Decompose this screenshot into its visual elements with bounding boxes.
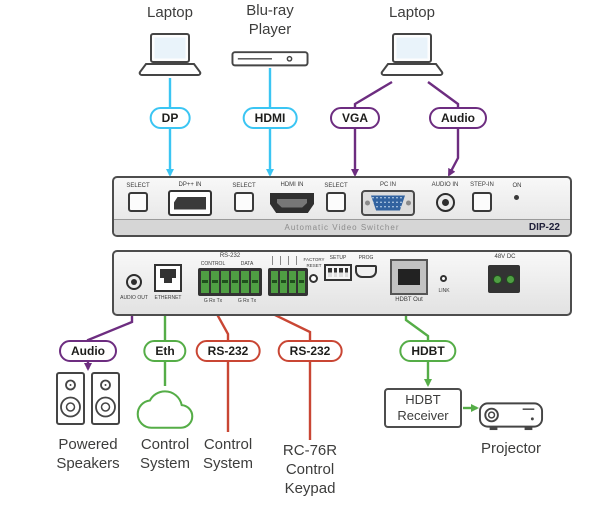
prog-usb-port (355, 265, 377, 278)
select-button-1 (128, 192, 148, 212)
audio-in-jack (436, 193, 455, 212)
ethernet-label: ETHERNET (154, 295, 182, 301)
pin-mark (288, 256, 289, 265)
ethernet-port (154, 264, 182, 292)
terminal-pin (271, 271, 278, 293)
prog-label: PROG (358, 255, 374, 261)
factory-reset-button (309, 274, 318, 283)
dip22-rear-panel: AUDIO OUT ETHERNET RS-232 CONTROL DATA G… (112, 250, 572, 316)
dp-in-label: DP++ IN (178, 182, 202, 188)
terminal-pin (211, 271, 219, 293)
reset-label: RESET (306, 263, 322, 268)
pc-in-label: PC IN (379, 182, 397, 188)
audio-in-cable (427, 81, 460, 177)
terminal-pin (241, 271, 249, 293)
cable-badge-hdmi: HDMI (242, 107, 298, 129)
data-label: DATA (240, 261, 254, 267)
vga-pc-in-port (361, 190, 415, 216)
vga-cable (351, 80, 393, 177)
dip22-front-panel: SELECT DP++ IN SELECT HDMI IN SELECT PC … (112, 176, 572, 237)
link-label: LINK (438, 288, 450, 294)
rs232-header: RS-232 (219, 253, 241, 259)
power-terminal (488, 265, 520, 293)
panel-model: DIP-22 (528, 222, 560, 233)
select-label-2: SELECT (232, 183, 256, 189)
select-button-3 (326, 192, 346, 212)
terminal-pin (201, 271, 209, 293)
rs232-terminal-block (198, 268, 262, 296)
cable-badge-rs232-2: RS-232 (277, 340, 343, 362)
control-system-cloud-icon (134, 380, 196, 435)
device-label-speakers: Powered Speakers (56, 436, 120, 472)
projector-icon (478, 394, 544, 441)
panel-title: Automatic Video Switcher (284, 223, 400, 232)
control-label: CONTROL (200, 261, 226, 267)
pin-mark (280, 256, 281, 265)
pins-data-label: G Rx Tx (237, 298, 257, 304)
hdbt-out-label: HDBT Out (395, 297, 423, 303)
hdbt-receiver-label: HDBT Receiver (397, 392, 449, 423)
on-led (514, 195, 519, 200)
hdmi-in-port (270, 193, 314, 213)
device-label-control-system-1: Control System (139, 436, 190, 472)
terminal-pin (231, 271, 239, 293)
terminal-pin (251, 271, 259, 293)
setup-label: SETUP (329, 255, 347, 261)
cable-badge-audio-bottom: Audio (59, 340, 117, 362)
factory-label: FACTORY (303, 257, 325, 262)
select-label-1: SELECT (126, 183, 150, 189)
front-panel-strip: Automatic Video Switcher DIP-22 (114, 219, 570, 235)
terminal-pin (221, 271, 229, 293)
terminal-pin (289, 271, 296, 293)
cable-badge-audio-top: Audio (429, 107, 487, 129)
audio-in-label: AUDIO IN (431, 182, 459, 188)
link-led (440, 275, 447, 282)
cable-badge-eth: Eth (143, 340, 187, 362)
terminal-pin (298, 271, 305, 293)
cable-badge-rs232-1: RS-232 (195, 340, 261, 362)
hdbt-receiver-box: HDBT Receiver (384, 388, 462, 428)
device-label-projector: Projector (480, 440, 542, 457)
bluray-player-icon (231, 50, 309, 73)
pin-mark (272, 256, 273, 265)
audio-out-jack (126, 274, 142, 290)
cable-badge-dp: DP (149, 107, 191, 129)
step-in-label: STEP-IN (470, 182, 494, 188)
hdbt-out-port (390, 259, 428, 295)
select-button-2 (234, 192, 254, 212)
device-label-bluray: Blu-ray Player (246, 2, 294, 38)
on-label: ON (512, 183, 522, 189)
rs232-cable-1 (206, 297, 230, 432)
displayport-in-port (168, 190, 212, 216)
pin-mark (296, 256, 297, 265)
pins-control-label: G Rx Tx (203, 298, 223, 304)
laptop-right-icon (376, 32, 448, 83)
audio-out-label: AUDIO OUT (120, 295, 148, 301)
setup-dip-switch (324, 264, 352, 281)
device-label-laptop-left: Laptop (147, 4, 193, 21)
hdmi-in-label: HDMI IN (280, 182, 304, 188)
rs232-cable-2 (239, 296, 312, 440)
cable-badge-hdbt: HDBT (399, 340, 457, 362)
cable-badge-vga: VGA (329, 107, 381, 129)
step-in-button (472, 192, 492, 212)
device-label-control-system-2: Control System (202, 436, 253, 472)
power-label: 48V DC (494, 254, 516, 260)
select-label-3: SELECT (324, 183, 348, 189)
powered-speakers-icon (55, 372, 121, 431)
aux-terminal-block (268, 268, 308, 296)
laptop-left-icon (134, 32, 206, 83)
device-label-laptop-right: Laptop (389, 4, 435, 21)
terminal-pin (280, 271, 287, 293)
device-label-keypad: RC-76R Control Keypad (282, 442, 338, 497)
